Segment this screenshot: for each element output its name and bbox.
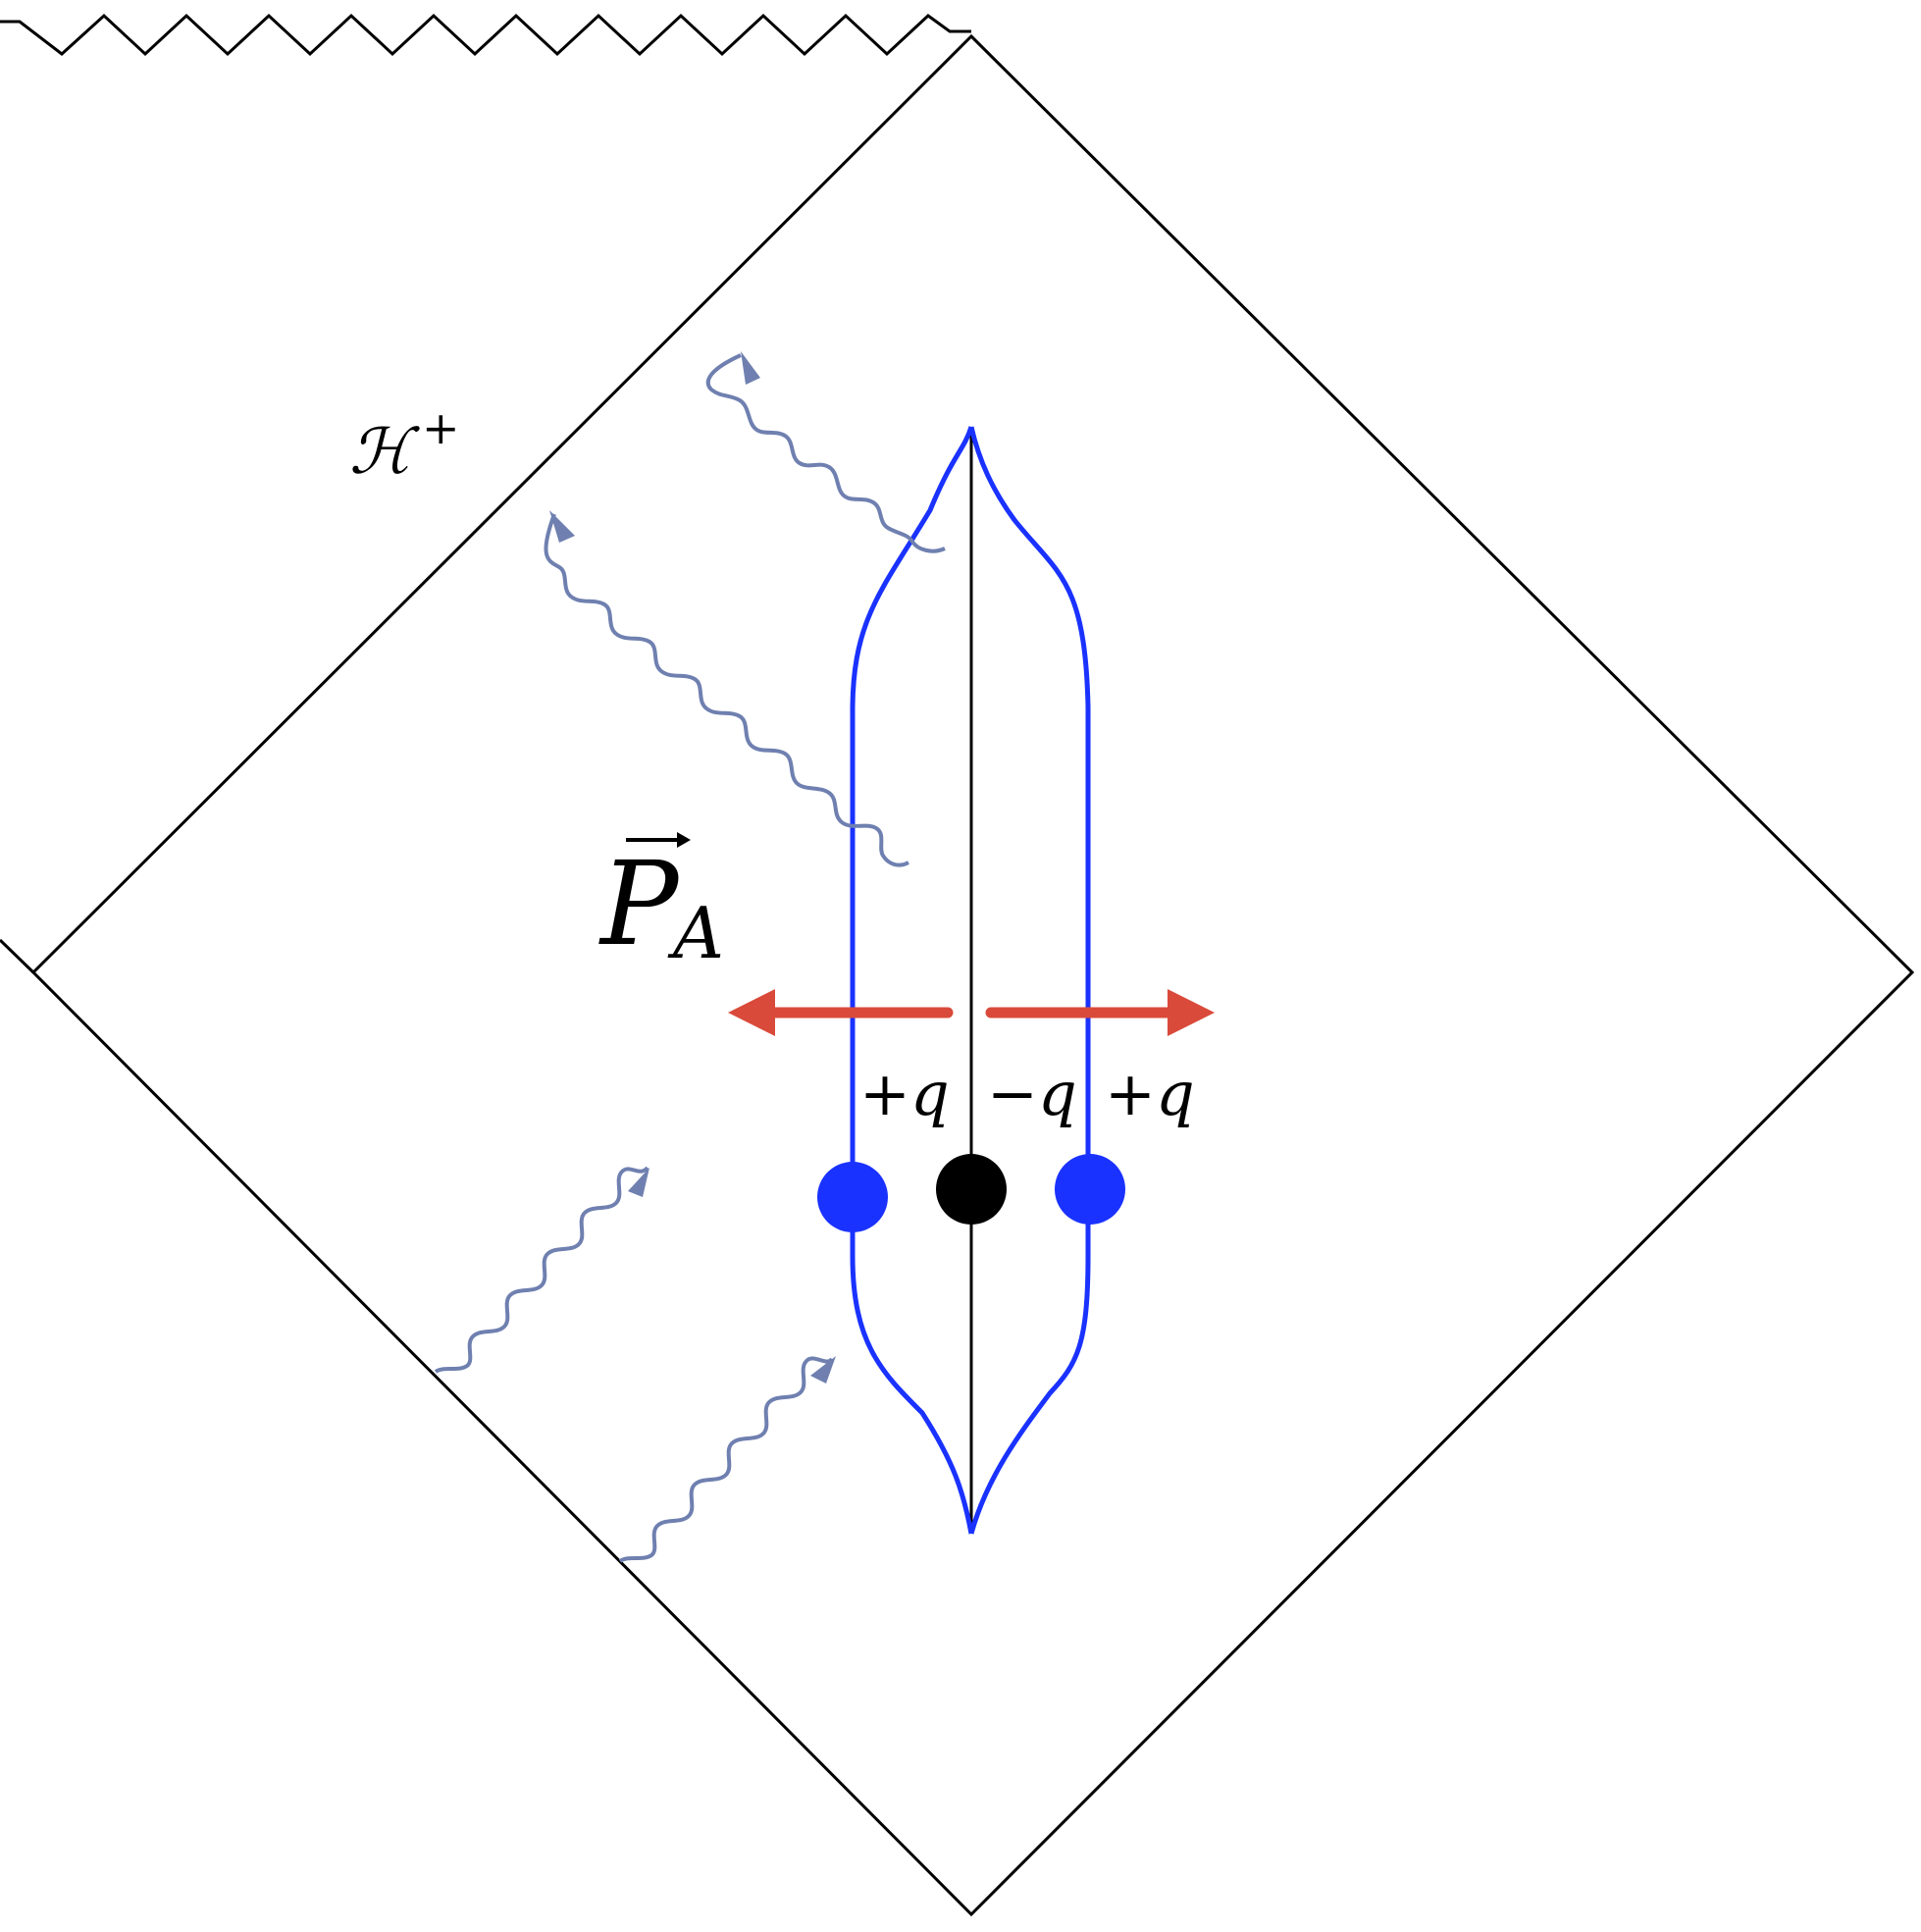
causal-diamond <box>30 33 1915 1917</box>
momentum-label-subscript: A <box>667 892 724 974</box>
left-boundary-stub <box>0 938 35 974</box>
charge-label-center: −q <box>987 1058 1077 1129</box>
right-brane-worldline <box>968 426 1091 1535</box>
momentum-arrow-right-head <box>1168 989 1215 1036</box>
horizon-label: ℋ <box>349 416 420 489</box>
radiation-wave-lower-2-head <box>810 1356 836 1384</box>
radiation-wave-lower-1-head <box>628 1168 649 1197</box>
momentum-label: P <box>598 836 681 971</box>
charge-label-right: +q <box>1105 1058 1195 1129</box>
radiation-wave-upper-1-head <box>741 351 760 385</box>
radiation-wave-lower-1 <box>434 1166 649 1374</box>
radiation-wave-upper-2 <box>544 513 909 867</box>
radiation-wave-upper-1 <box>705 353 946 553</box>
momentum-arrow-left-head <box>728 989 775 1036</box>
horizon-label-superscript: + <box>422 401 460 454</box>
singularity-zigzag <box>0 13 971 57</box>
radiation-wave-upper-2-head <box>549 510 575 543</box>
left-brane-worldline <box>850 426 974 1535</box>
momentum-vector-head <box>677 832 691 848</box>
center-charge-particle <box>936 1154 1007 1225</box>
charge-label-left: +q <box>859 1058 950 1129</box>
left-charge-particle <box>817 1162 888 1232</box>
right-charge-particle <box>1055 1154 1125 1225</box>
radiation-wave-lower-2 <box>618 1356 834 1563</box>
